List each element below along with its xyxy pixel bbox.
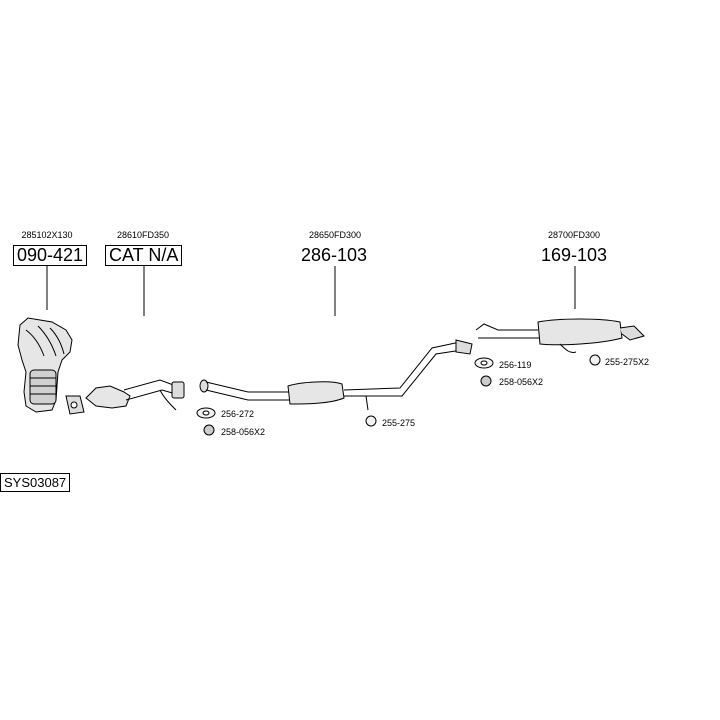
fitting-label-gasket-front[interactable]: 256-272 bbox=[221, 409, 255, 419]
rubber-mount-icon bbox=[589, 354, 601, 366]
fitting-label-nut-rear[interactable]: 258-056X2 bbox=[499, 377, 544, 387]
oe-number-front-pipe: 28610FD350 bbox=[116, 230, 170, 240]
part-code-rear-silencer[interactable]: 169-103 bbox=[541, 245, 608, 265]
oe-number-middle-silencer: 28650FD300 bbox=[308, 230, 362, 240]
leader-lines bbox=[46, 266, 576, 316]
fitting-label-nut-front[interactable]: 258-056X2 bbox=[221, 427, 266, 437]
part-code-middle-silencer[interactable]: 286-103 bbox=[301, 245, 368, 265]
oe-number-rear-silencer: 28700FD300 bbox=[547, 230, 601, 240]
fitting-icons bbox=[196, 354, 601, 436]
rear-silencer-part bbox=[475, 318, 645, 353]
nut-icon bbox=[203, 424, 215, 436]
fitting-label-rubber-rear[interactable]: 255-275X2 bbox=[605, 357, 650, 367]
rubber-mount-icon bbox=[365, 415, 377, 427]
fitting-label-rubber-middle[interactable]: 255-275 bbox=[382, 418, 416, 428]
part-code-manifold[interactable]: 090-421 bbox=[13, 245, 88, 266]
fitting-label-gasket-rear[interactable]: 256-119 bbox=[499, 360, 532, 370]
oe-number-manifold: 285102X130 bbox=[21, 230, 73, 240]
middle-silencer-part bbox=[199, 339, 473, 411]
manifold-catalyst-part bbox=[17, 317, 85, 415]
front-pipe-part bbox=[85, 379, 185, 411]
system-code: SYS03087 bbox=[0, 473, 71, 492]
part-code-front-pipe[interactable]: CAT N/A bbox=[105, 245, 183, 266]
nut-icon bbox=[480, 375, 492, 387]
